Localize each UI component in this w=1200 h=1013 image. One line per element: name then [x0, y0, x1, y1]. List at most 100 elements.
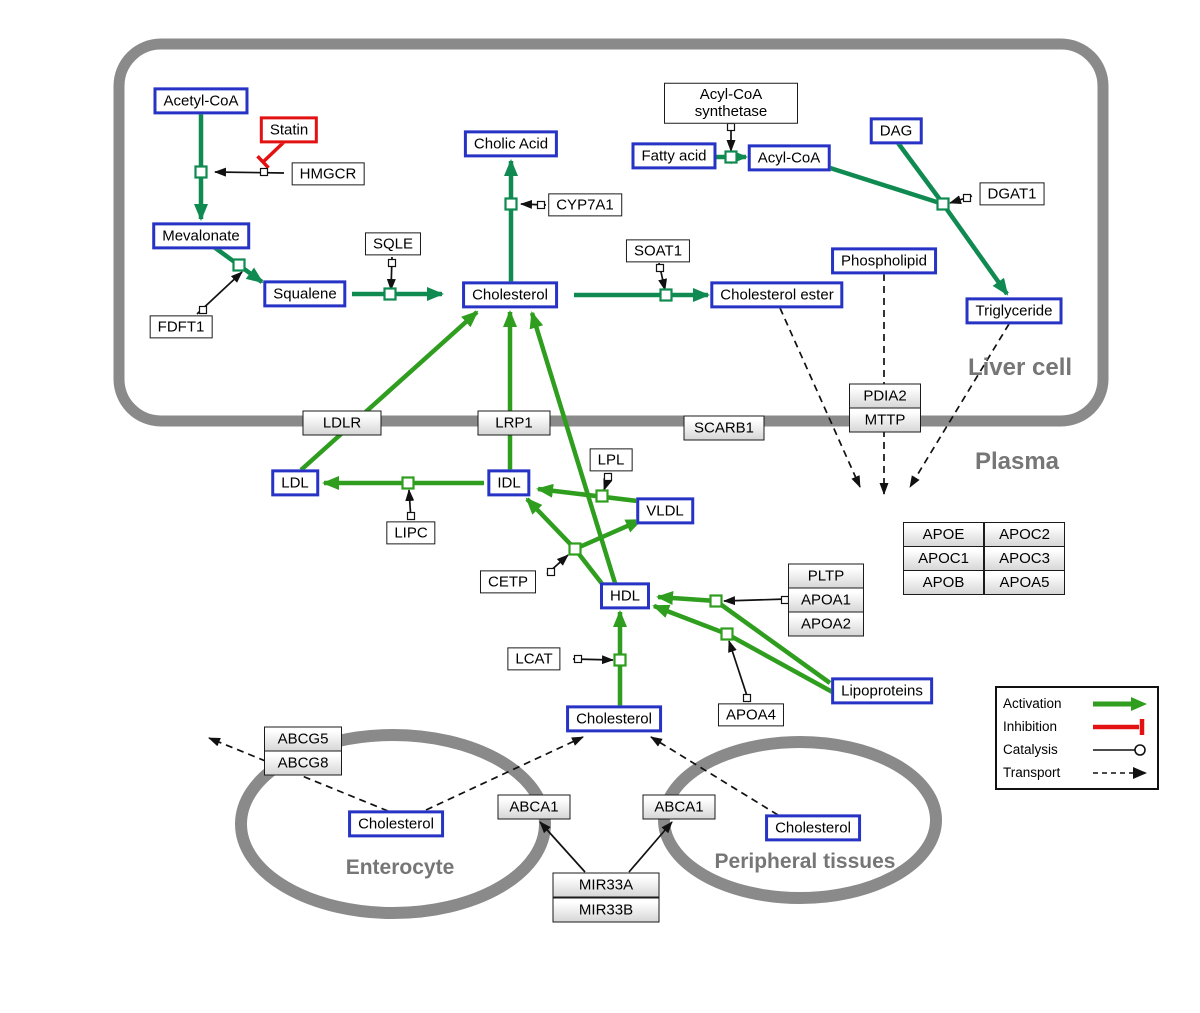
node-hdl[interactable]: HDL	[599, 582, 651, 610]
node-abcg5[interactable]: ABCG5	[264, 726, 342, 752]
node-cholesterol-plasma[interactable]: Cholesterol	[566, 705, 662, 733]
inhibition-statin-tbar	[256, 154, 270, 170]
reaction-node-hmgcr	[194, 165, 208, 179]
regulation-mir33-abca1-right	[628, 821, 673, 873]
catalysis-glyph-cyp7a1	[536, 200, 546, 210]
transport-cholesterol-peripheral-plasma	[650, 736, 779, 816]
node-ldlr[interactable]: LDLR	[302, 410, 382, 436]
reaction-node-soat1	[659, 288, 673, 302]
node-acyl-coa[interactable]: Acyl-CoA	[747, 144, 831, 172]
transport-cholesterol-enterocyte-plasma	[425, 736, 584, 811]
enterocyte-label: Enterocyte	[345, 856, 455, 879]
reaction-node-lipc	[401, 476, 415, 490]
node-apoa4[interactable]: APOA4	[717, 703, 785, 727]
apo-cell-apoc3[interactable]: APOC3	[984, 546, 1065, 571]
liver-cell-label: Liver cell	[967, 354, 1073, 381]
node-statin[interactable]: Statin	[259, 116, 319, 144]
apo-cell-apoa5[interactable]: APOA5	[984, 570, 1065, 595]
catalysis-circle-icon	[1093, 743, 1146, 756]
catalysis-glyph-sqle	[387, 258, 397, 268]
plasma-label: Plasma	[974, 448, 1060, 475]
reaction-node-sqle	[383, 287, 397, 301]
node-abcg8[interactable]: ABCG8	[264, 750, 342, 776]
liver-cell-membrane	[113, 38, 1109, 427]
catalysis-glyph-fdft1	[198, 305, 208, 315]
node-abca1-left[interactable]: ABCA1	[497, 794, 571, 820]
node-mir33a[interactable]: MIR33A	[552, 872, 660, 898]
node-cholesterol-peripheral[interactable]: Cholesterol	[765, 814, 861, 842]
node-cholesterol-liver[interactable]: Cholesterol	[462, 281, 558, 309]
node-dag[interactable]: DAG	[869, 117, 923, 145]
legend-row-activation: Activation	[1003, 694, 1151, 714]
node-abca1-right[interactable]: ABCA1	[642, 794, 716, 820]
node-sqle[interactable]: SQLE	[364, 232, 422, 256]
node-pdia2[interactable]: PDIA2	[849, 383, 921, 409]
apo-cell-apoc1[interactable]: APOC1	[903, 546, 984, 571]
catalysis-glyph-lipc	[406, 511, 416, 521]
legend-inhibition-label: Inhibition	[1003, 719, 1058, 734]
transport-dashed-arrow-icon	[1093, 766, 1147, 779]
node-vldl[interactable]: VLDL	[636, 497, 694, 525]
reaction-node-dgat1	[936, 197, 950, 211]
peripheral-tissues-membrane	[658, 736, 942, 904]
node-apoa1[interactable]: APOA1	[788, 587, 864, 613]
node-fdft1[interactable]: FDFT1	[149, 315, 213, 339]
node-cholesterol-ester[interactable]: Cholesterol ester	[710, 281, 844, 309]
node-lipc[interactable]: LIPC	[386, 521, 436, 545]
node-acyl-coa-synthetase[interactable]: Acyl-CoA synthetase	[664, 82, 798, 124]
node-squalene[interactable]: Squalene	[263, 280, 347, 308]
node-cholic-acid[interactable]: Cholic Acid	[463, 130, 559, 158]
activation-arrow-icon	[1093, 696, 1147, 711]
catalysis-glyph-cetp	[546, 567, 556, 577]
reaction-node-lcat	[613, 653, 627, 667]
reaction-node-apoa4	[720, 627, 734, 641]
legend-row-transport: Transport	[1003, 763, 1151, 783]
legend-row-inhibition: Inhibition	[1003, 717, 1151, 737]
reaction-node-pltp	[709, 594, 723, 608]
apo-cell-apoc2[interactable]: APOC2	[984, 522, 1065, 547]
inhibition-tbar-icon	[1093, 718, 1145, 735]
node-fatty-acid[interactable]: Fatty acid	[631, 142, 717, 170]
legend-activation-label: Activation	[1003, 696, 1062, 711]
node-lipoproteins[interactable]: Lipoproteins	[831, 677, 933, 705]
node-lpl[interactable]: LPL	[589, 448, 633, 472]
node-acetyl-coa[interactable]: Acetyl-CoA	[153, 87, 249, 115]
catalysis-pltp-apoa1-apoa2	[723, 596, 788, 606]
catalysis-glyph-apoa4	[742, 693, 752, 703]
node-idl[interactable]: IDL	[487, 469, 531, 497]
node-ldl[interactable]: LDL	[271, 469, 319, 497]
node-mir33b[interactable]: MIR33B	[552, 897, 660, 923]
node-cyp7a1[interactable]: CYP7A1	[548, 193, 622, 217]
transport-triglyceride-plasma	[909, 323, 1010, 488]
node-mttp[interactable]: MTTP	[849, 407, 921, 433]
node-lcat[interactable]: LCAT	[507, 647, 561, 671]
node-cholesterol-enterocyte[interactable]: Cholesterol	[348, 810, 444, 838]
reaction-node-cyp7a1	[504, 197, 518, 211]
transport-cholesterol-ester-plasma	[779, 307, 861, 488]
node-phospholipid[interactable]: Phospholipid	[831, 247, 937, 275]
reaction-node-cetp	[568, 542, 582, 556]
node-dgat1[interactable]: DGAT1	[979, 182, 1045, 206]
node-apoa2[interactable]: APOA2	[788, 611, 864, 637]
apolipoprotein-table: APOE APOC2 APOC1 APOC3 APOB APOA5	[903, 522, 1065, 595]
apo-cell-apoe[interactable]: APOE	[903, 522, 984, 547]
node-pltp[interactable]: PLTP	[788, 563, 864, 589]
apo-cell-apob[interactable]: APOB	[903, 570, 984, 595]
peripheral-tissues-label: Peripheral tissues	[714, 850, 896, 873]
node-soat1[interactable]: SOAT1	[625, 239, 691, 263]
node-cetp[interactable]: CETP	[479, 570, 537, 594]
catalysis-glyph-lpl	[603, 472, 613, 482]
node-mevalonate[interactable]: Mevalonate	[152, 222, 250, 250]
catalysis-hmgcr	[214, 167, 285, 177]
node-triglyceride[interactable]: Triglyceride	[965, 297, 1063, 325]
node-scarb1[interactable]: SCARB1	[683, 415, 765, 441]
edge-dag-triglyceride	[896, 141, 943, 203]
reaction-node-lpl	[595, 489, 609, 503]
regulation-mir33-abca1-left	[539, 821, 586, 873]
edge-ldl-liver-cholesterol	[299, 310, 479, 472]
node-lrp1[interactable]: LRP1	[477, 410, 551, 436]
catalysis-glyph-dgat1	[962, 193, 972, 203]
node-hmgcr[interactable]: HMGCR	[291, 162, 365, 186]
